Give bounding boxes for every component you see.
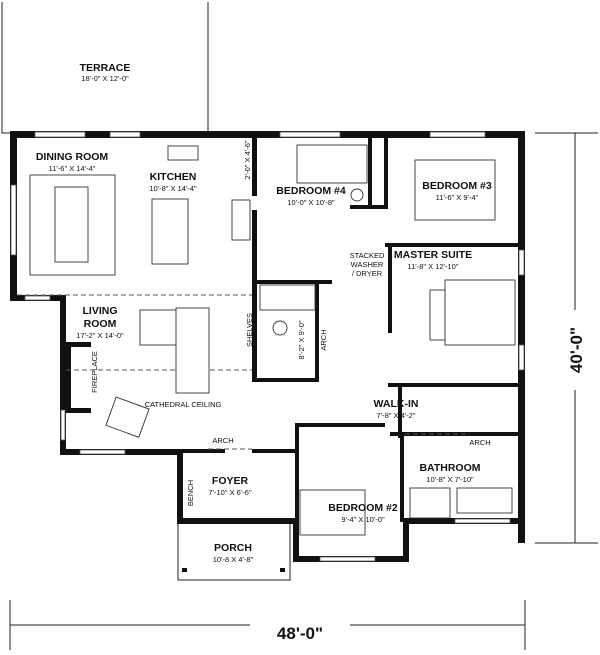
porch: PORCH 10'-8 X 4'-8" xyxy=(177,524,291,581)
dimension-lines: 48'-0" 40'-0" xyxy=(9,132,598,650)
kitchen-label: KITCHEN xyxy=(150,171,197,183)
foyer-size: 7'-10" X 6'-6" xyxy=(208,488,252,497)
fireplace-label: FIREPLACE xyxy=(90,351,99,393)
walkin-label: WALK-IN xyxy=(374,398,419,410)
arch-bath-label: ARCH xyxy=(469,438,490,447)
bedroom3-label: BEDROOM #3 xyxy=(422,180,492,192)
exterior-walls xyxy=(10,131,525,562)
terrace-size: 18'-0" X 12'-0" xyxy=(81,74,129,83)
master-suite-label: MASTER SUITE xyxy=(394,249,472,261)
living-room-size: 17'-2" X 14'-0" xyxy=(76,331,124,340)
bedroom2-size: 9'-4" X 10'-0" xyxy=(341,515,385,524)
dining-room-size: 11'-6" X 14'-4" xyxy=(49,164,96,173)
furniture xyxy=(29,144,516,536)
kitchen-size: 10'-8" X 14'-4" xyxy=(149,184,197,193)
cathedral-ceiling-label: CATHEDRAL CEILING xyxy=(145,400,222,409)
bathroom-size: 10'-8" X 7'-10" xyxy=(426,475,474,484)
arch-living-label: ARCH xyxy=(212,436,233,445)
washer-label-2: WASHER xyxy=(351,260,384,269)
overall-depth: 40'-0" xyxy=(567,327,586,373)
pantry-size: 2'-0" X 4'-6" xyxy=(243,140,252,179)
bedroom3-size: 11'-6" X 9'-4" xyxy=(436,193,479,202)
hall-bath-size: 8'-2" X 9'-0" xyxy=(297,320,306,359)
living-room-label-2: ROOM xyxy=(84,318,117,330)
dining-room-label: DINING ROOM xyxy=(36,151,109,163)
foyer-label: FOYER xyxy=(212,475,249,487)
arch-hall-label: ARCH xyxy=(319,329,328,350)
overall-width: 48'-0" xyxy=(277,624,323,643)
washer-label-1: STACKED xyxy=(350,251,385,260)
bedroom4-label: BEDROOM #4 xyxy=(276,185,346,197)
interior-walls xyxy=(17,136,520,522)
room-labels: DINING ROOM 11'-6" X 14'-4" KITCHEN 10'-… xyxy=(36,140,492,524)
washer-label-3: / DRYER xyxy=(352,269,383,278)
terrace: TERRACE 18'-0" X 12'-0" xyxy=(1,2,209,134)
bench-label: BENCH xyxy=(186,480,195,506)
shelves-label: SHELVES xyxy=(245,313,254,347)
bedroom4-size: 10'-0" X 10'-8" xyxy=(287,198,335,207)
living-room-label-1: LIVING xyxy=(82,305,117,317)
porch-size: 10'-8 X 4'-8" xyxy=(213,555,254,564)
porch-label: PORCH xyxy=(214,542,252,554)
bedroom2-label: BEDROOM #2 xyxy=(328,502,398,514)
master-suite-size: 11'-8" X 12'-10" xyxy=(408,262,459,271)
bathroom-label: BATHROOM xyxy=(419,462,480,474)
terrace-label: TERRACE xyxy=(80,62,131,74)
walkin-size: 7'-8" X 4'-2" xyxy=(376,411,415,420)
